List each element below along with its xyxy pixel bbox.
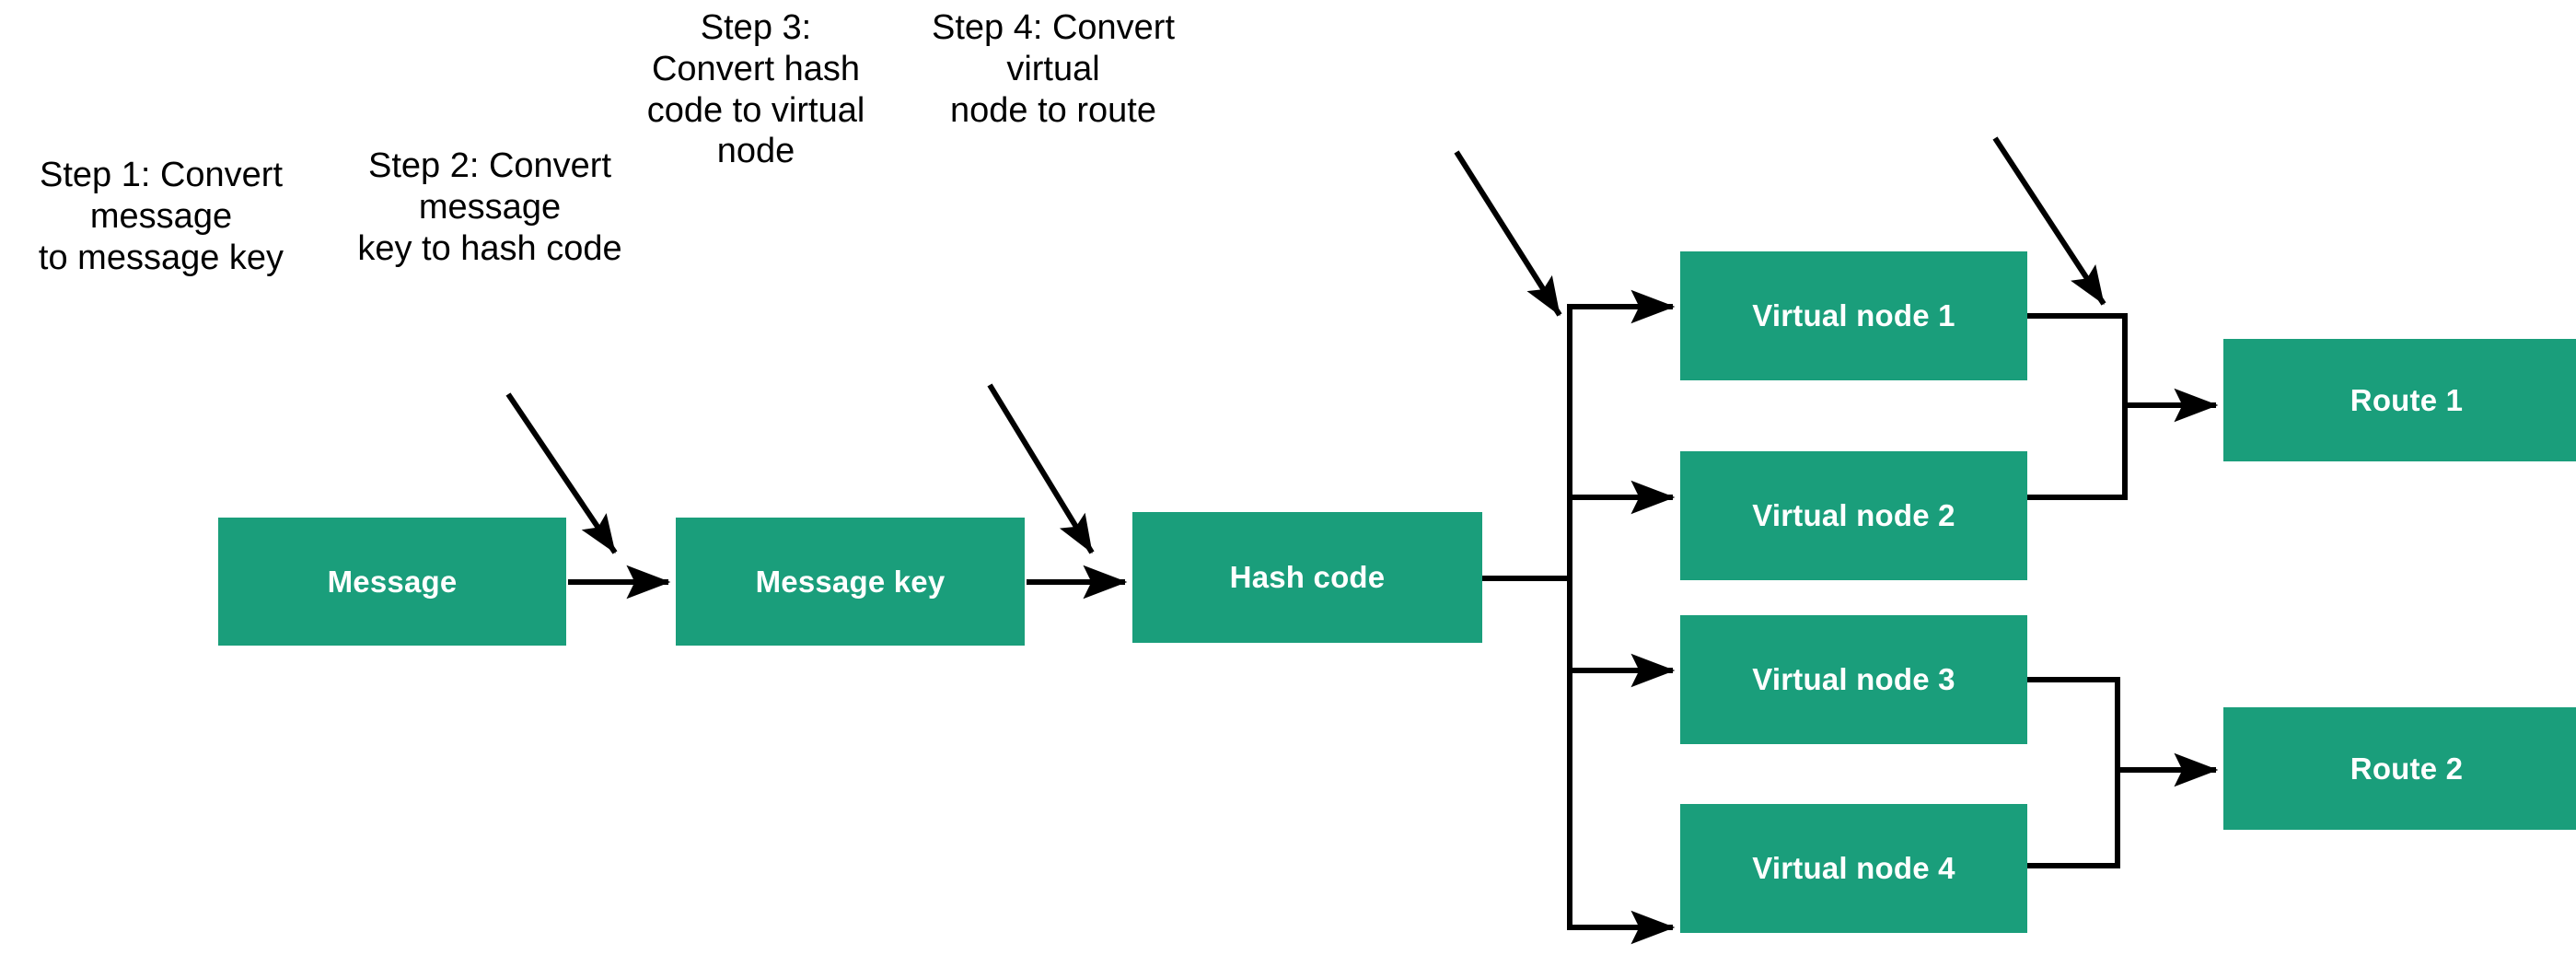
node-hash-code[interactable]: Hash code (1132, 512, 1482, 643)
node-route-2[interactable]: Route 2 (2223, 707, 2576, 830)
route-1-merge (2027, 313, 2128, 500)
connector-hash-code-to-bus (1482, 304, 1572, 930)
annotation-arrow-step-3 (1454, 150, 1562, 317)
connector-virtual-nodes-to-route-2 (2027, 677, 2219, 868)
step-label-2: Step 2: Convert message key to hash code (357, 146, 622, 268)
step-label-4: Step 4: Convert virtual node to route (931, 8, 1176, 130)
node-virtual-node-1[interactable]: Virtual node 1 (1680, 251, 2027, 380)
step-label-3: Step 3: Convert hash code to virtual nod… (646, 8, 865, 171)
node-route-1[interactable]: Route 1 (2223, 339, 2576, 461)
route-2-merge (2027, 677, 2120, 868)
node-message-key[interactable]: Message key (676, 518, 1025, 646)
connector-virtual-nodes-to-route-1 (2027, 313, 2219, 500)
node-virtual-node-2[interactable]: Virtual node 2 (1680, 451, 2027, 580)
node-message[interactable]: Message (218, 518, 566, 646)
node-virtual-node-3[interactable]: Virtual node 3 (1680, 615, 2027, 744)
step-label-1: Step 1: Convert message to message key (38, 156, 284, 277)
node-virtual-node-4[interactable]: Virtual node 4 (1680, 804, 2027, 933)
